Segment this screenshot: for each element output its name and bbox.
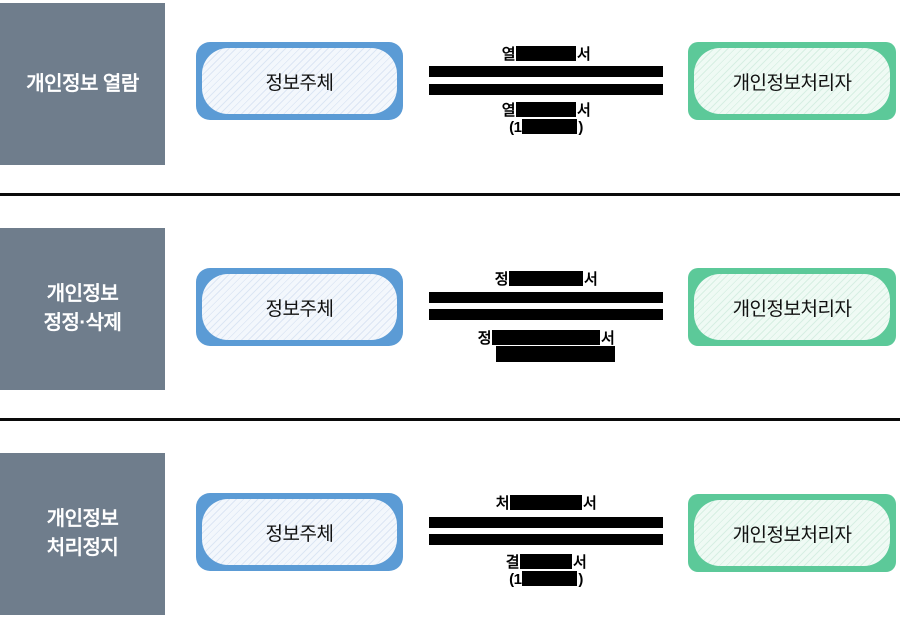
section-label-correction: 개인정보 정정·삭제	[0, 228, 165, 390]
section-label-text-line2: 정정·삭제	[43, 312, 122, 334]
subject-node-correction: 정보주체	[196, 268, 403, 346]
section-divider	[0, 193, 900, 196]
subject-node-suspension: 정보주체	[196, 493, 403, 571]
redaction-bar	[492, 330, 600, 345]
duration-suffix: )	[578, 571, 583, 588]
section-label-text: 개인정보	[46, 508, 119, 530]
redaction-bar	[522, 119, 578, 134]
subject-node-inner: 정보주체	[202, 274, 397, 340]
processor-node-correction: 개인정보처리자	[688, 268, 896, 346]
subject-node-inner: 정보주체	[202, 499, 397, 565]
redaction-bar	[522, 571, 578, 586]
processor-node-label: 개인정보처리자	[732, 72, 852, 94]
subject-node-label: 정보주체	[265, 523, 334, 545]
processor-node-inner: 개인정보처리자	[694, 48, 890, 114]
section-label-text: 개인정보 열람	[26, 72, 139, 95]
duration-prefix: (1	[509, 119, 522, 136]
processor-node-suspension: 개인정보처리자	[688, 494, 896, 572]
redaction-bar	[516, 102, 576, 117]
processor-node-label: 개인정보처리자	[732, 524, 852, 546]
duration-prefix: (1	[509, 571, 522, 588]
flow-arrow-redacted	[429, 517, 663, 528]
subject-node-inner: 정보주체	[202, 48, 397, 114]
processor-node-inner: 개인정보처리자	[694, 500, 890, 566]
response-doc-prefix: 정	[477, 330, 492, 347]
processor-node-access: 개인정보처리자	[688, 42, 896, 120]
flow-arrow-redacted	[429, 84, 663, 95]
response-doc-prefix: 열	[501, 102, 516, 119]
duration-suffix: )	[578, 119, 583, 136]
subject-node-label: 정보주체	[265, 298, 334, 320]
duration-label-suspension: (1)	[429, 571, 663, 588]
request-doc-prefix: 정	[494, 271, 509, 288]
section-label-text: 개인정보	[46, 283, 119, 305]
section-divider	[0, 418, 900, 421]
request-doc-prefix: 처	[495, 495, 510, 512]
response-doc-suffix: 서	[573, 554, 587, 571]
flow-arrow-redacted	[429, 66, 663, 77]
duration-label-access: (1)	[429, 119, 663, 136]
request-doc-suffix: 서	[577, 46, 591, 63]
flow-arrow-redacted	[429, 309, 663, 320]
response-doc-prefix: 결	[505, 554, 520, 571]
section-label-access: 개인정보 열람	[0, 3, 165, 165]
subject-node-label: 정보주체	[265, 72, 334, 94]
redaction-bar	[516, 46, 576, 61]
request-doc-suffix: 서	[584, 271, 598, 288]
redaction-bar	[509, 271, 583, 286]
processor-node-inner: 개인정보처리자	[694, 274, 890, 340]
response-doc-suffix: 서	[601, 330, 615, 347]
response-doc-suffix: 서	[577, 102, 591, 119]
request-doc-prefix: 열	[501, 46, 516, 63]
section-label-text-line2: 처리정지	[46, 537, 119, 559]
redaction-bar	[520, 554, 572, 569]
subject-node-access: 정보주체	[196, 42, 403, 120]
redaction-bar	[510, 495, 582, 510]
duration-label-redacted	[496, 346, 615, 362]
flow-arrow-redacted	[429, 292, 663, 303]
processor-node-label: 개인정보처리자	[732, 298, 852, 320]
request-doc-suffix: 서	[583, 495, 597, 512]
flow-arrow-redacted	[429, 534, 663, 545]
section-label-suspension: 개인정보 처리정지	[0, 453, 165, 615]
